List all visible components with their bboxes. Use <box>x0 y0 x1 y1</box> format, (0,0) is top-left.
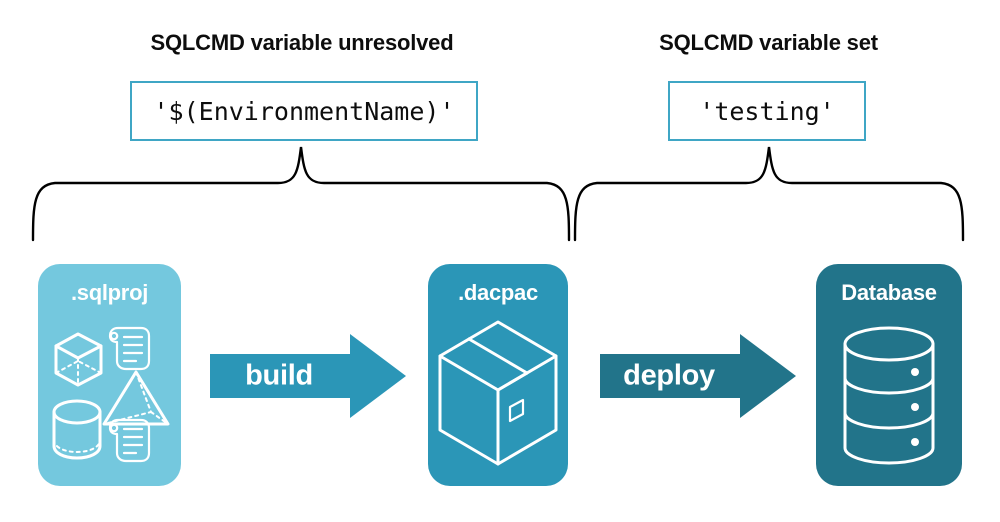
cylinder-icon <box>52 399 102 460</box>
stage-card-database[interactable]: Database <box>816 264 962 486</box>
database-stack-icon <box>843 326 935 465</box>
scroll-icon <box>108 326 151 371</box>
arrow-build: build <box>210 334 406 418</box>
stage-card-database-label: Database <box>841 280 937 305</box>
database-artwork <box>816 322 962 478</box>
sqlproj-artwork <box>38 316 181 476</box>
scroll-icon <box>108 418 151 463</box>
section-heading-right: SQLCMD variable set <box>659 30 878 55</box>
code-value-box-unresolved: '$(EnvironmentName)' <box>130 81 478 141</box>
brace-left <box>30 143 572 243</box>
stage-card-sqlproj[interactable]: .sqlproj <box>38 264 181 486</box>
stage-card-dacpac-label: .dacpac <box>458 280 538 305</box>
brace-right <box>572 143 966 243</box>
dacpac-artwork <box>428 312 568 480</box>
stage-card-dacpac[interactable]: .dacpac <box>428 264 568 486</box>
package-box-icon <box>438 320 558 466</box>
code-value-box-set: 'testing' <box>668 81 866 141</box>
arrow-deploy-shape <box>600 334 796 418</box>
arrow-build-shape <box>210 334 406 418</box>
pyramid-icon <box>102 370 170 426</box>
stage-card-sqlproj-label: .sqlproj <box>70 280 149 305</box>
section-heading-left: SQLCMD variable unresolved <box>150 30 454 55</box>
cube-icon <box>54 332 103 387</box>
arrow-deploy: deploy <box>600 334 796 418</box>
